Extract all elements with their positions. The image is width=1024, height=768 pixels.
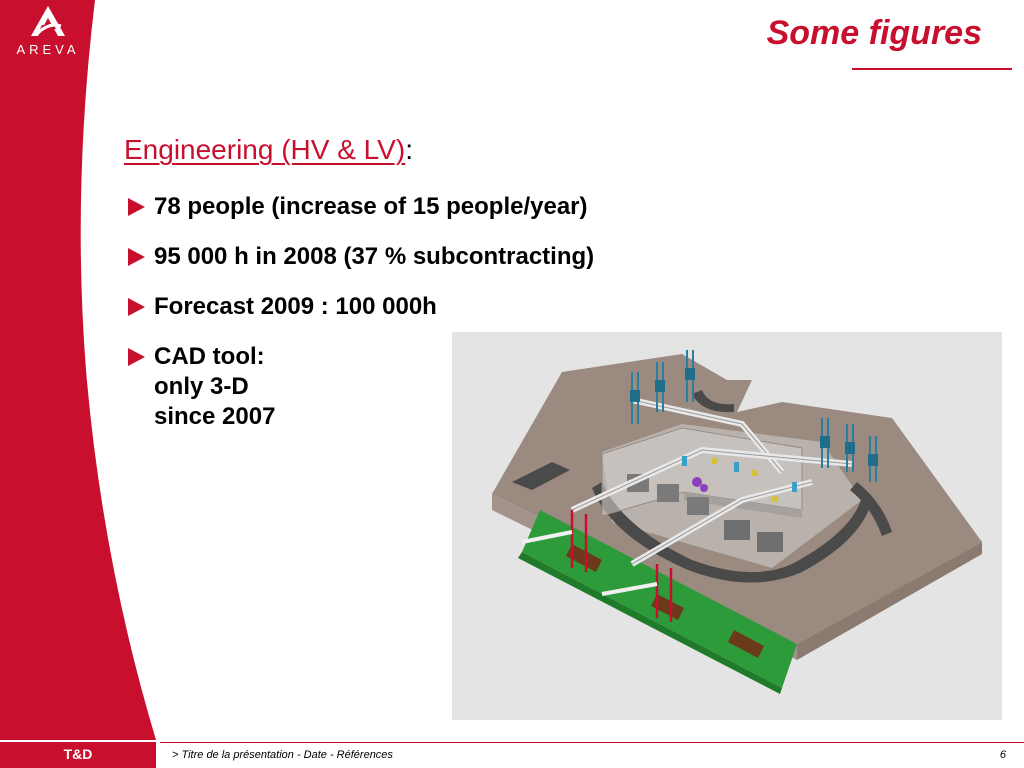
section-heading-colon: : xyxy=(405,134,413,165)
bullet-text-multiline: CAD tool: only 3-D since 2007 xyxy=(154,342,275,432)
slide-title: Some figures xyxy=(766,14,982,52)
triangle-right-icon xyxy=(128,192,148,222)
left-red-band xyxy=(0,0,156,740)
bullet-line: since 2007 xyxy=(154,403,276,430)
bullet-line: only 3-D xyxy=(154,373,249,400)
logo-wordmark: AREVA xyxy=(16,42,80,57)
section-heading-text: Engineering (HV & LV) xyxy=(124,134,406,165)
areva-a-icon xyxy=(31,6,65,37)
page-number: 6 xyxy=(999,749,1006,761)
cad-3d-substation-image xyxy=(492,350,982,694)
bullet-item: 78 people (increase of 15 people/year) xyxy=(128,192,588,222)
bullet-item: 95 000 h in 2008 (37 % subcontracting) xyxy=(128,242,594,272)
bullet-item: Forecast 2009 : 100 000h xyxy=(128,292,437,322)
footer-rule xyxy=(160,742,1024,743)
bullet-text: 95 000 h in 2008 (37 % subcontracting) xyxy=(154,243,595,270)
footer-reference: > Titre de la présentation - Date - Réfé… xyxy=(172,749,393,761)
bullet-item: CAD tool: only 3-D since 2007 xyxy=(128,342,275,432)
footer-division-label: T&D xyxy=(63,746,93,762)
title-underline-rule xyxy=(852,68,1012,70)
triangle-right-icon xyxy=(128,242,148,272)
bullet-text: 78 people (increase of 15 people/year) xyxy=(154,193,588,220)
section-heading: Engineering (HV & LV): xyxy=(124,134,413,166)
triangle-right-icon xyxy=(128,342,148,372)
footer-division-tab xyxy=(0,742,156,768)
cad-3d-substation-figure xyxy=(452,332,1002,720)
triangle-right-icon xyxy=(128,292,148,322)
areva-logo: AREVA xyxy=(0,4,96,64)
bullet-line: CAD tool: xyxy=(154,343,265,370)
bullet-text: Forecast 2009 : 100 000h xyxy=(154,293,437,320)
